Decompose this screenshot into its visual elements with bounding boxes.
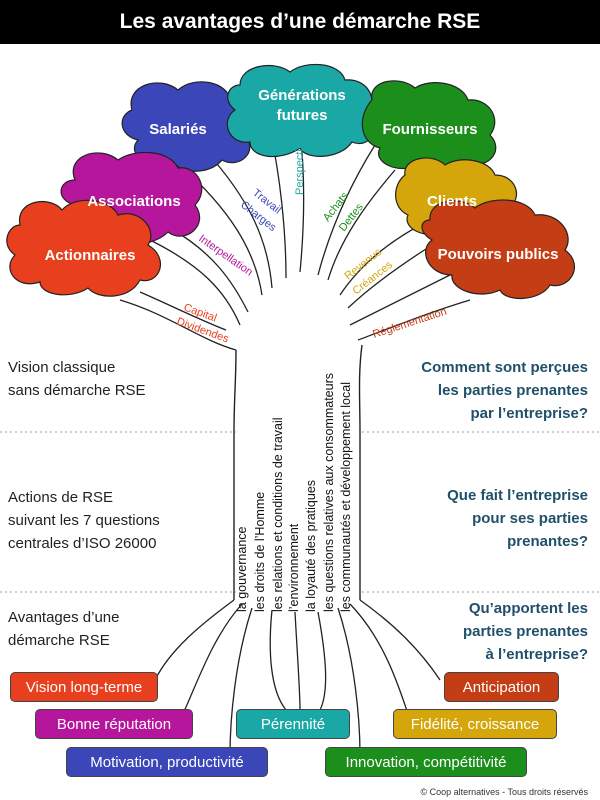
question-action-line1: Que fait l’entreprise [447,487,588,504]
question-apport: Qu’apportent les parties prenantes à l’e… [463,597,588,666]
benefit-vision-long-terme: Vision long-terme [10,672,158,702]
branch-label-perspectives: Perspectives [294,132,306,195]
leaf-label-clients: Clients [427,193,477,210]
benefit-anticipation: Anticipation [444,672,559,702]
section-vision-line1: Vision classique [8,359,116,376]
leaf-label-fournisseurs: Fournisseurs [382,121,477,138]
section-avantages-line1: Avantages d’une [8,609,120,626]
leaf-label-salaries: Salariés [149,121,207,138]
leaf-fournisseurs-shape [361,80,497,175]
question-action-line3: prenantes? [507,533,588,550]
section-avantages-line2: démarche RSE [8,632,110,649]
question-perception-line3: par l’entreprise? [470,405,588,422]
trunk-question-2: les droits de l’Homme [253,492,267,612]
benefit-bonne-reputation: Bonne réputation [35,709,193,739]
leaf-label-pouvoirs: Pouvoirs publics [438,246,559,263]
question-action-line2: pour ses parties [472,510,588,527]
benefit-perennite: Pérennité [236,709,350,739]
section-actions-line3: centrales d’ISO 26000 [8,535,157,552]
section-actions-line2: suivant les 7 questions [8,512,160,529]
section-vision: Vision classique sans démarche RSE [8,356,146,402]
question-apport-line1: Qu’apportent les [468,600,588,617]
section-actions: Actions de RSE suivant les 7 questions c… [8,486,160,555]
question-apport-line2: parties prenantes [462,623,588,640]
branch-label-reglementation: Réglementation [371,306,448,341]
section-vision-line2: sans démarche RSE [8,382,146,399]
question-perception-line1: Comment sont perçues [421,359,588,376]
leaf-pouvoirs-shape [421,199,576,300]
benefit-fidelite-croissance: Fidélité, croissance [393,709,557,739]
section-actions-line1: Actions de RSE [8,489,114,506]
branch-label-interpellation: Interpellation [196,233,254,279]
question-perception: Comment sont perçues les parties prenant… [421,356,588,425]
trunk-questions: la gouvernance les droits de l’Homme les… [235,373,353,612]
section-avantages: Avantages d’une démarche RSE [8,606,119,652]
question-apport-line3: à l’entreprise? [485,646,588,663]
question-perception-line2: les parties prenantes [437,382,588,399]
trunk-question-4: l’environnement [287,523,301,612]
benefit-motivation-productivite: Motivation, productivité [66,747,268,777]
trunk [233,344,363,600]
leaf-label-generations-line2: futures [277,107,328,124]
leaf-actionnaires-shape [6,199,161,297]
trunk-question-6: les questions relatives aux consommateur… [322,373,336,612]
copyright-notice: © Coop alternatives - Tous droits réserv… [420,787,588,797]
question-action: Que fait l’entreprise pour ses parties p… [447,484,588,553]
benefit-innovation-competitivite: Innovation, compétitivité [325,747,527,777]
leaf-label-generations-line1: Générations [258,87,346,104]
leaf-label-actionnaires: Actionnaires [45,247,136,264]
trunk-question-7: les communautés et développement local [339,382,353,612]
trunk-question-5: la loyauté des pratiques [304,480,318,612]
trunk-question-1: la gouvernance [235,526,249,612]
leaf-generations-shape [226,63,377,158]
leaf-label-associations: Associations [87,193,180,210]
trunk-question-3: les relations et conditions de travail [271,417,285,612]
page-title: Les avantages d’une démarche RSE [0,0,600,44]
leaf-salaries-shape [121,81,252,172]
